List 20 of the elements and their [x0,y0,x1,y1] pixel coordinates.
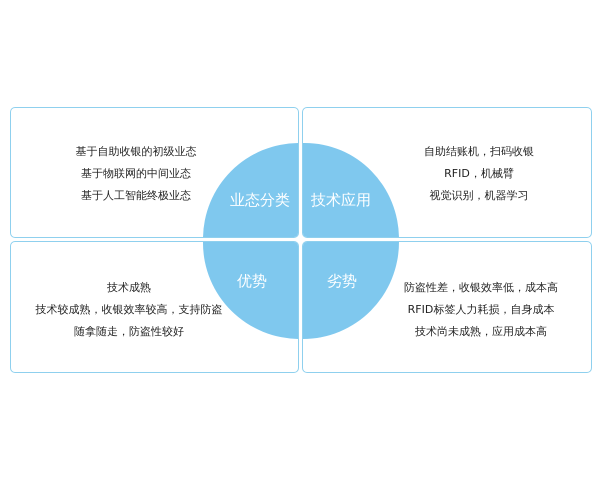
quadrant-card [10,241,299,373]
quadrant-card [10,107,299,238]
description-text: 防盗性差，收银效率低，成本高 [404,280,558,295]
quadrant-heading: 优势 [237,274,267,289]
description-text: RFID标签人力耗损，自身成本 [408,302,554,317]
description-text: 基于自助收银的初级业态 [76,144,196,159]
description-text: 技术较成熟，收银效率较高，支持防盗 [36,302,222,317]
description-text: 技术尚未成熟，应用成本高 [415,324,547,339]
quadrant-card [302,241,592,373]
description-text: 基于物联网的中间业态 [81,166,191,181]
quadrant-heading: 技术应用 [311,193,371,208]
quadrant-card [302,107,592,238]
quadrant-heading: 业态分类 [230,193,290,208]
description-text: 自助结账机，扫码收银 [424,144,534,159]
description-text: RFID，机械臂 [444,166,514,181]
description-text: 视觉识别，机器学习 [430,188,528,203]
description-text: 技术成熟 [107,280,151,295]
quadrant-heading: 劣势 [327,274,357,289]
description-text: 随拿随走，防盗性较好 [74,324,184,339]
description-text: 基于人工智能终极业态 [81,188,191,203]
